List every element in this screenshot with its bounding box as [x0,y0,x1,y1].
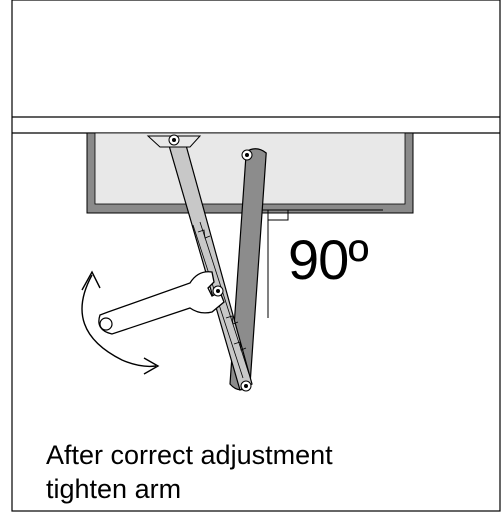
caption-line-1: After correct adjustment [46,440,333,470]
instruction-caption: After correct adjustment tighten arm [46,438,333,506]
main-arm [229,148,267,391]
caption-line-2: tighten arm [46,474,182,504]
angle-label-90: 90º [288,228,369,291]
curved-arrow-icon [81,270,160,375]
right-angle-marker-icon [262,209,383,318]
wrench-icon [98,271,225,335]
